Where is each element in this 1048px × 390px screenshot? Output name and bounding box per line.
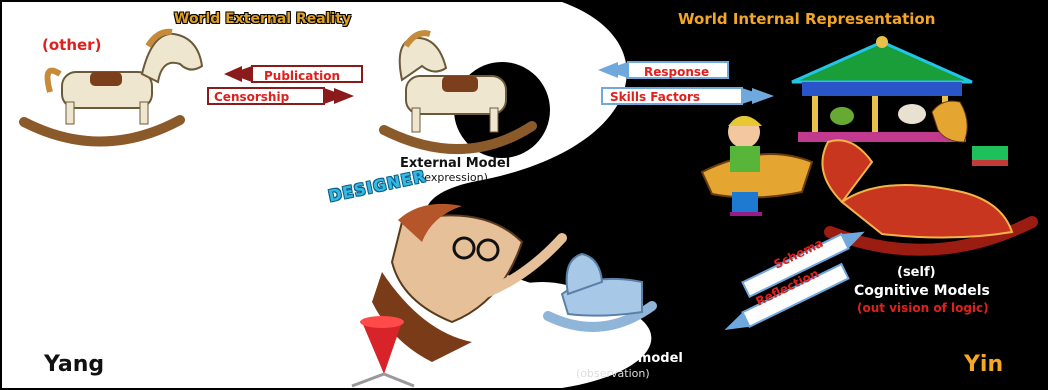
perceptual-model-subtitle: (observation)	[576, 367, 650, 380]
world-internal-representation-title: World Internal Representation	[678, 10, 936, 28]
perceptual-model-label: Perceptual model	[554, 351, 683, 366]
yang-label: Yang	[44, 352, 105, 377]
stool-icon	[351, 316, 415, 388]
child-on-spring-horse-icon	[700, 116, 814, 216]
designer-caricature-icon	[372, 203, 567, 362]
publication-arrow	[224, 65, 363, 83]
reflection-arrow	[724, 262, 850, 331]
external-model-subtitle: (expression)	[420, 171, 488, 184]
publication-label: Publication	[264, 69, 341, 83]
cognitive-models-label: Cognitive Models	[854, 283, 990, 299]
carousel-icon	[791, 36, 973, 142]
rocking-horse-icon	[379, 30, 537, 155]
response-label: Response	[644, 65, 710, 79]
world-external-reality-title: World External Reality	[174, 11, 352, 27]
censorship-arrow	[207, 87, 354, 105]
rocking-horse-icon	[931, 100, 1008, 166]
cognitive-models-subtitle: (out vision of logic)	[857, 301, 989, 315]
self-label: (self)	[897, 265, 936, 280]
rocking-horse-icon	[19, 28, 204, 147]
response-arrow	[598, 61, 729, 79]
other-label: (other)	[42, 36, 102, 54]
schema-arrow	[741, 231, 865, 299]
external-model-label: External Model	[400, 156, 511, 171]
rocking-horse-icon	[543, 252, 657, 332]
yin-label: Yin	[964, 352, 1004, 377]
skills-factors-arrow	[601, 87, 774, 105]
skills-factors-label: Skills Factors	[610, 90, 701, 104]
censorship-label: Censorship	[214, 90, 290, 104]
